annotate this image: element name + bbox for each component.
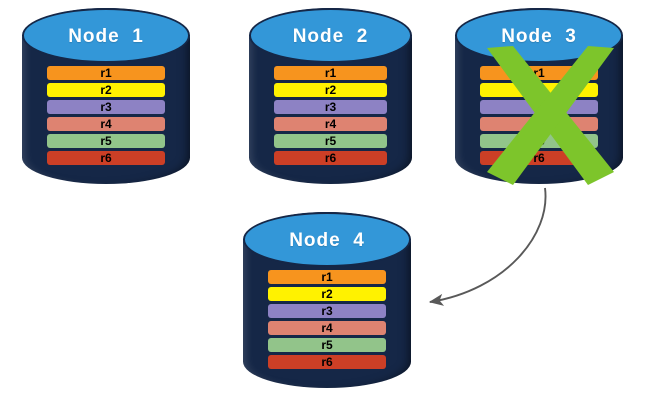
record-stripe-r1[interactable]: r1 [480, 66, 598, 80]
record-stripe-r5[interactable]: r5 [274, 134, 387, 148]
record-stripe-r4[interactable]: r4 [274, 117, 387, 131]
node-cylinder-1[interactable]: Node 1 r1 r2 r3 r4 r5 r6 [22, 8, 190, 184]
node-cylinder-4[interactable]: Node 4 r1 r2 r3 r4 r5 r6 [243, 212, 411, 388]
record-stripe-r6[interactable]: r6 [480, 151, 598, 165]
record-stripe-r2[interactable]: r2 [47, 83, 165, 97]
record-stripe-r6[interactable]: r6 [47, 151, 165, 165]
record-stripe-r2[interactable]: r2 [268, 287, 386, 301]
node-cylinder-2[interactable]: Node 2 r1 r2 r3 r4 r5 r6 [249, 8, 412, 184]
node-title: Node 1 [68, 26, 144, 47]
record-stripe-r4[interactable]: r4 [480, 117, 598, 131]
record-stripe-r1[interactable]: r1 [274, 66, 387, 80]
record-stripe-r6[interactable]: r6 [268, 355, 386, 369]
record-stripe-r2[interactable]: r2 [274, 83, 387, 97]
cylinder-top-ellipse [243, 212, 411, 267]
node-title: Node 4 [289, 230, 365, 251]
record-stripe-r3[interactable]: r3 [274, 100, 387, 114]
record-stripe-r4[interactable]: r4 [47, 117, 165, 131]
record-stripe-r5[interactable]: r5 [268, 338, 386, 352]
node-cylinder-3[interactable]: Node 3 r1 r2 r3 r4 r5 r6 [455, 8, 623, 184]
record-stripe-r1[interactable]: r1 [47, 66, 165, 80]
node-title: Node 3 [501, 26, 577, 47]
record-stripe-r3[interactable]: r3 [47, 100, 165, 114]
cylinder-top-ellipse [249, 8, 412, 63]
record-stripe-r3[interactable]: r3 [268, 304, 386, 318]
record-stripe-list: r1 r2 r3 r4 r5 r6 [243, 270, 411, 369]
record-stripe-r6[interactable]: r6 [274, 151, 387, 165]
record-stripe-r4[interactable]: r4 [268, 321, 386, 335]
record-stripe-r5[interactable]: r5 [47, 134, 165, 148]
record-stripe-r1[interactable]: r1 [268, 270, 386, 284]
record-stripe-r2[interactable]: r2 [480, 83, 598, 97]
record-stripe-list: r1 r2 r3 r4 r5 r6 [455, 66, 623, 165]
record-stripe-r5[interactable]: r5 [480, 134, 598, 148]
record-stripe-list: r1 r2 r3 r4 r5 r6 [22, 66, 190, 165]
node-title: Node 2 [292, 26, 369, 47]
cylinder-top-ellipse [22, 8, 190, 63]
record-stripe-r3[interactable]: r3 [480, 100, 598, 114]
record-stripe-list: r1 r2 r3 r4 r5 r6 [249, 66, 412, 165]
